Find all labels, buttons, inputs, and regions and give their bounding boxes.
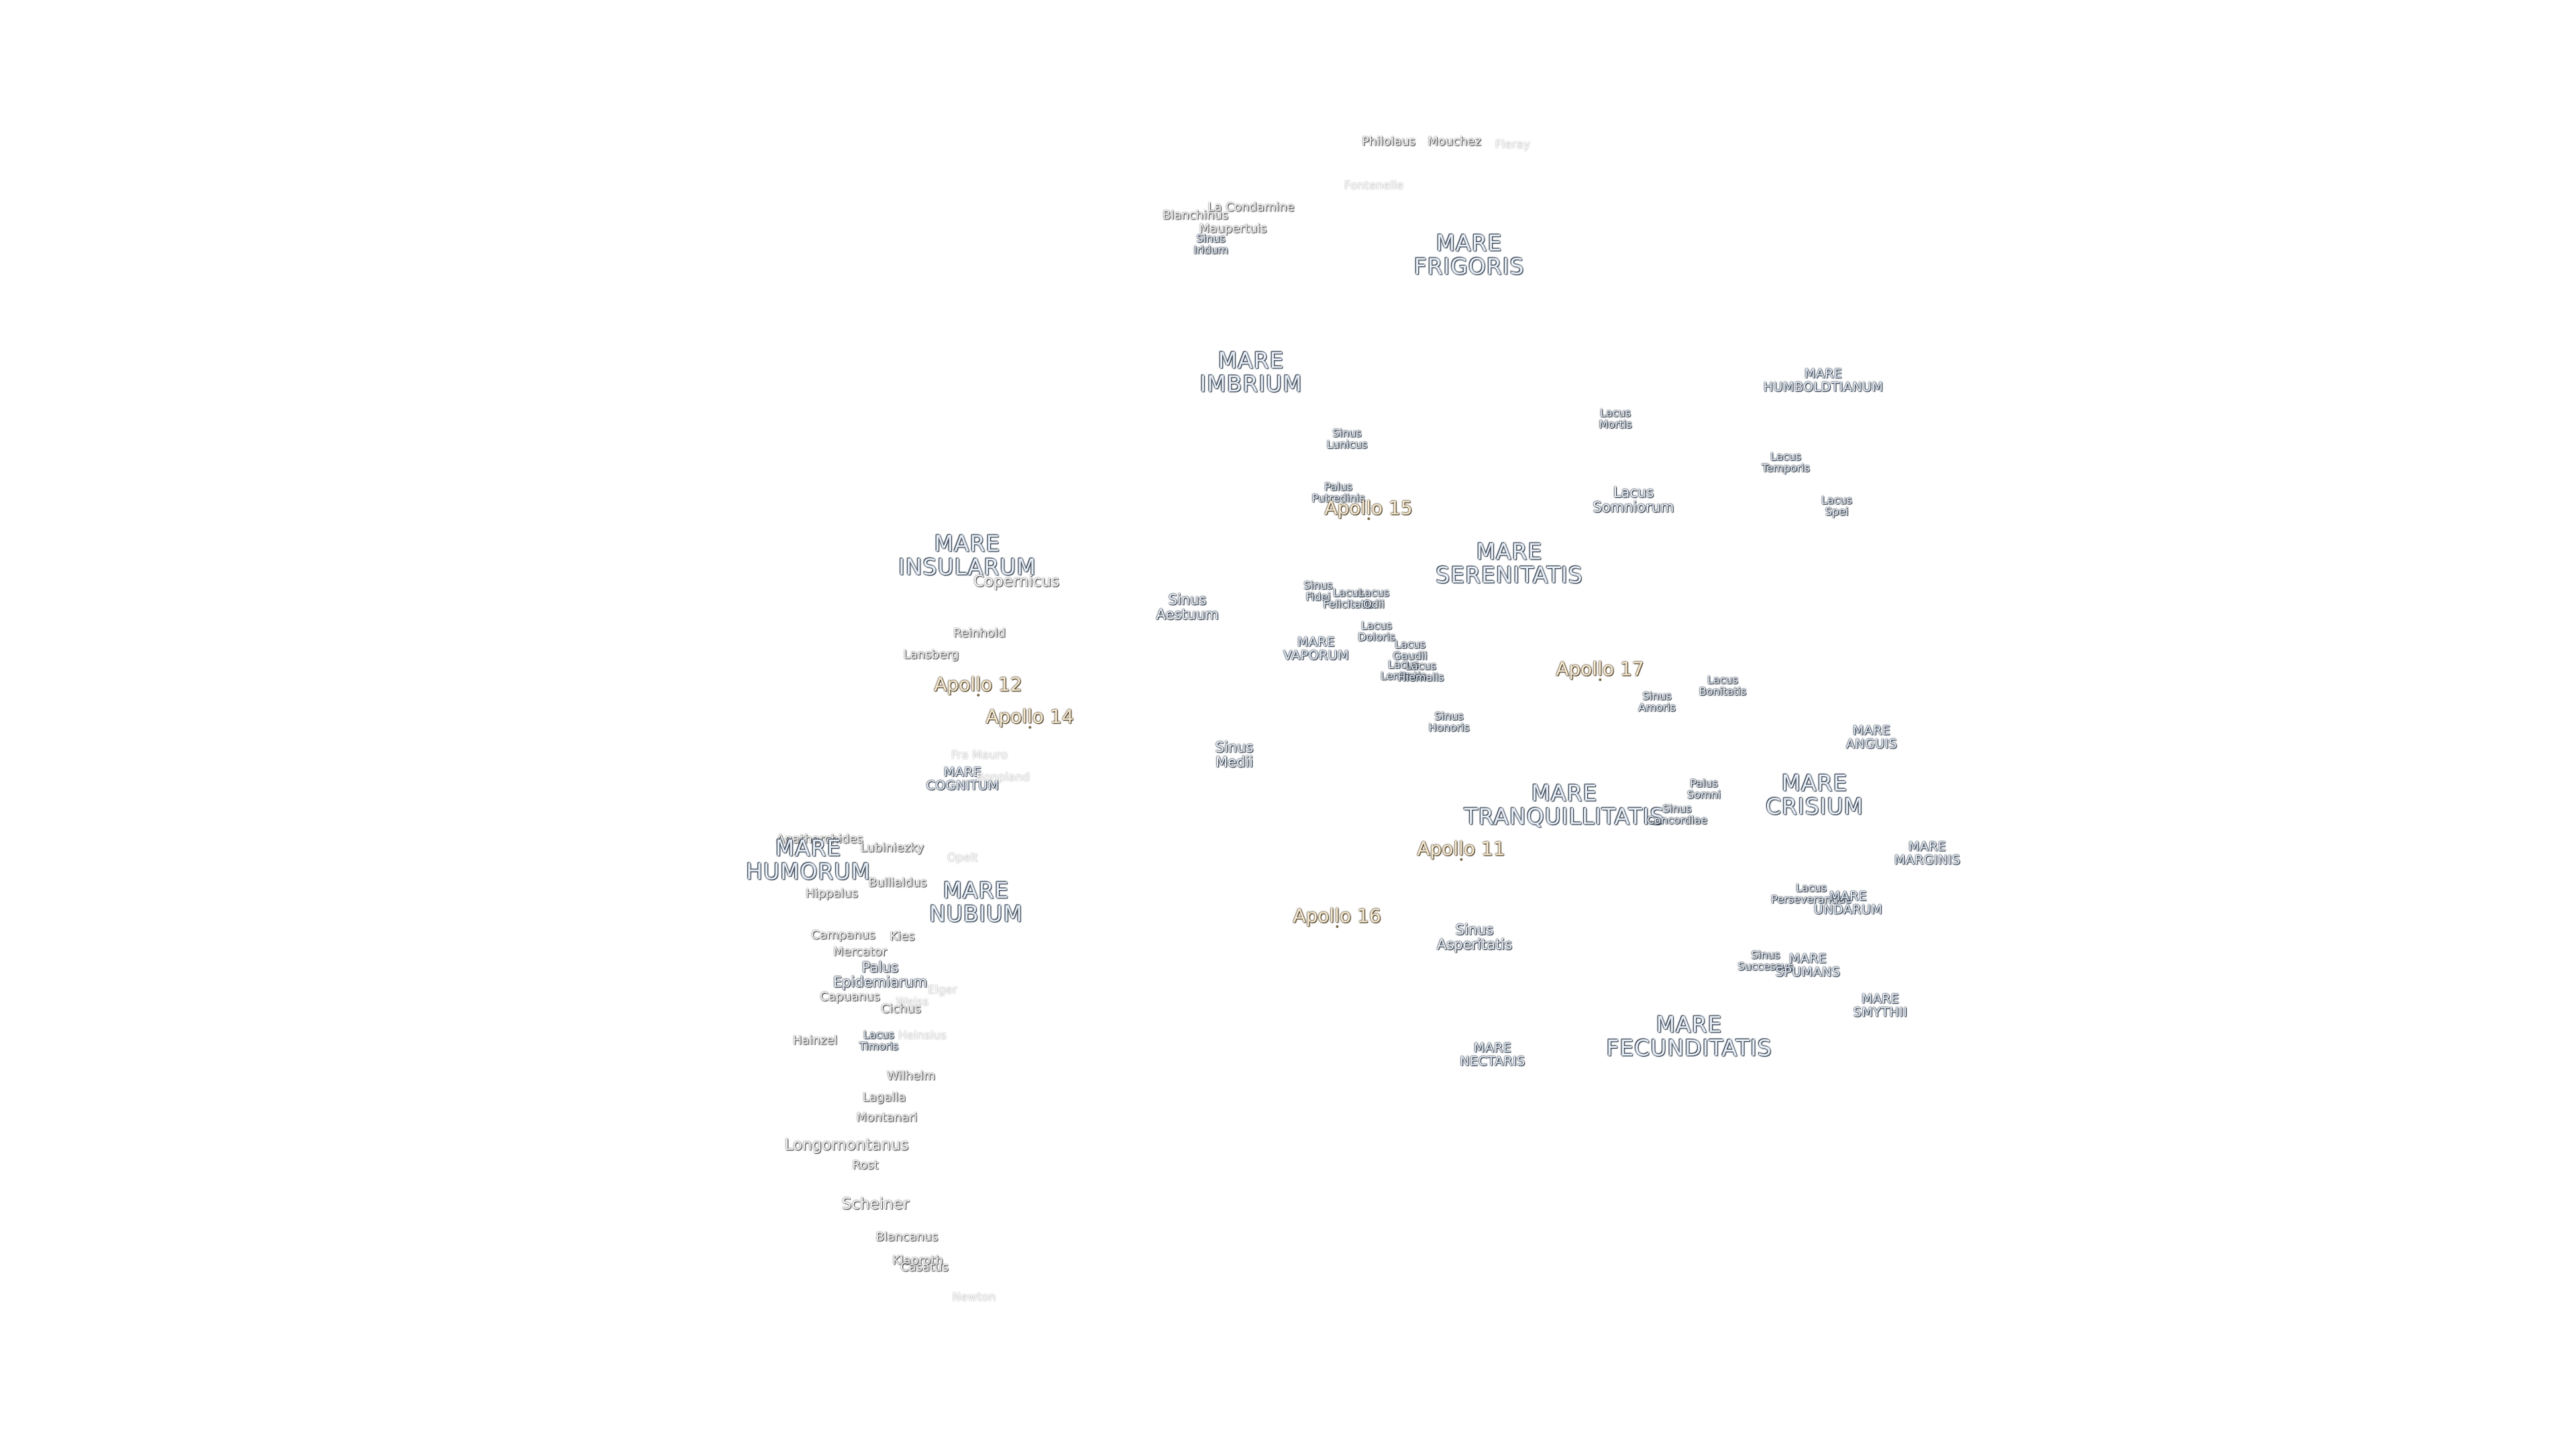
label-mare-nubium[interactable]: MARE NUBIUM: [929, 877, 1023, 926]
label-sinus-aestuum[interactable]: Sinus Aestuum: [1156, 591, 1219, 623]
label-capuanus[interactable]: Capuanus: [820, 989, 880, 1004]
label-mare-humboldtianum[interactable]: MARE HUMBOLDTIANUM: [1763, 366, 1884, 394]
label-sinus-concordiae[interactable]: Sinus Concordiae: [1646, 802, 1708, 826]
label-apollo-12[interactable]: Apollo 12: [934, 673, 1022, 698]
label-sinus-fidei[interactable]: Sinus Fidei: [1303, 579, 1333, 603]
label-casatus[interactable]: Casatus: [900, 1260, 949, 1275]
label-sinus-iridum[interactable]: Sinus Iridum: [1193, 232, 1228, 256]
label-mare-fecunditatis[interactable]: MARE FECUNDITATIS: [1606, 1011, 1772, 1061]
label-lubiniezky[interactable]: Lubiniezky: [860, 841, 924, 855]
label-opelt[interactable]: Opelt: [947, 851, 979, 865]
label-mare-marginis[interactable]: MARE MARGINIS: [1894, 839, 1961, 867]
label-mare-crisium[interactable]: MARE CRISIUM: [1765, 769, 1864, 819]
label-lacus-somniorum[interactable]: Lacus Somniorum: [1593, 484, 1674, 515]
label-mare-nectaris[interactable]: MARE NECTARIS: [1460, 1040, 1525, 1069]
label-sinus-honoris[interactable]: Sinus Honoris: [1428, 710, 1470, 734]
label-mare-serenitatis[interactable]: MARE SERENITATIS: [1436, 538, 1583, 588]
label-mare-frigoris[interactable]: MARE FRIGORIS: [1413, 229, 1525, 279]
label-lacus-perseverantiae[interactable]: Lacus Perseverantiae: [1771, 881, 1851, 906]
label-blanchinus[interactable]: Blanchinus: [1162, 208, 1229, 223]
label-apollo-16[interactable]: Apollo 16: [1293, 904, 1381, 929]
label-lacus-timoris[interactable]: Lacus Timoris: [859, 1028, 899, 1053]
label-palus-somni[interactable]: Palus Somni: [1686, 777, 1721, 801]
label-scheiner[interactable]: Scheiner: [841, 1195, 910, 1213]
label-weiss[interactable]: Weiss: [896, 996, 929, 1010]
label-fontenelle[interactable]: Fontenelle: [1344, 179, 1404, 193]
label-lacus-doloris[interactable]: Lacus Doloris: [1358, 619, 1395, 643]
label-mouchez[interactable]: Mouchez: [1428, 134, 1481, 149]
label-mare-undarum[interactable]: MARE UNDARUM: [1813, 889, 1883, 917]
label-kies[interactable]: Kies: [890, 929, 915, 944]
label-mare-cognitum[interactable]: MARE COGNITUM: [926, 765, 1000, 793]
label-mare-humorum[interactable]: MARE HUMORUM: [746, 835, 871, 884]
label-lagalla[interactable]: Lagalla: [862, 1090, 906, 1105]
label-apollo-17[interactable]: Apollo 17: [1556, 657, 1644, 682]
label-lacus-gaudii[interactable]: Lacus Gaudii: [1393, 638, 1428, 662]
label-lacus-hiemalis[interactable]: Lacus Hiemalis: [1397, 659, 1444, 684]
label-lansberg[interactable]: Lansberg: [903, 647, 959, 662]
label-philolaus[interactable]: Philolaus: [1361, 134, 1416, 149]
label-mercator[interactable]: Mercator: [833, 945, 888, 959]
label-campanus[interactable]: Campanus: [811, 928, 875, 943]
label-lacus-felicitatis[interactable]: Lacus Felicitatis: [1323, 586, 1374, 610]
label-hippalus[interactable]: Hippalus: [805, 886, 859, 901]
label-mare-vaporum[interactable]: MARE VAPORUM: [1283, 635, 1350, 663]
label-palus-epidemiarum[interactable]: Palus Epidemiarum: [833, 959, 928, 990]
label-apollo-11[interactable]: Apollo 11: [1417, 837, 1505, 862]
label-klaproth[interactable]: Klaproth: [892, 1253, 943, 1268]
label-sinus-successus[interactable]: Sinus Successus: [1737, 949, 1794, 973]
label-sinus-asperitatis[interactable]: Sinus Asperitatis: [1436, 921, 1513, 953]
label-rost[interactable]: Rost: [852, 1158, 879, 1173]
label-wilhelm[interactable]: Wilhelm: [886, 1069, 936, 1083]
label-sinus-lunicus[interactable]: Sinus Lunicus: [1326, 427, 1368, 451]
label-lacus-bonitatis[interactable]: Lacus Bonitatis: [1699, 674, 1747, 698]
label-mare-imbrium[interactable]: MARE IMBRIUM: [1199, 347, 1303, 396]
label-elger[interactable]: Elger: [928, 983, 957, 998]
label-la-condamine[interactable]: La Condamine: [1208, 200, 1295, 215]
label-mare-anguis[interactable]: MARE ANGUIS: [1845, 723, 1898, 751]
label-copernicus[interactable]: Copernicus: [973, 572, 1060, 590]
label-sinus-medii[interactable]: Sinus Medii: [1215, 739, 1254, 770]
label-mare-tranquillitatis[interactable]: MARE TRANQUILLITATIS: [1464, 780, 1665, 829]
label-blancanus[interactable]: Blancanus: [875, 1230, 938, 1244]
label-mare-spumans[interactable]: MARE SPUMANS: [1775, 951, 1841, 979]
label-longomontanus[interactable]: Longomontanus: [784, 1136, 909, 1154]
label-fleray[interactable]: Fleray: [1495, 138, 1531, 152]
label-palus-putredinis[interactable]: Palus Putredinis: [1311, 480, 1365, 504]
label-heinsius[interactable]: Heinsius: [898, 1029, 947, 1043]
label-apollo-15[interactable]: Apollo 15: [1324, 496, 1413, 521]
label-mare-smythii[interactable]: MARE SMYTHII: [1853, 991, 1908, 1020]
label-mare-insularum[interactable]: MARE INSULARUM: [898, 530, 1036, 580]
label-agatharchides[interactable]: Agatharchides: [776, 832, 863, 847]
label-lacus-odii[interactable]: Lacus Odii: [1358, 586, 1389, 610]
label-sinus-amoris[interactable]: Sinus Amoris: [1638, 690, 1676, 714]
label-lacus-spei[interactable]: Lacus Spei: [1821, 494, 1852, 518]
label-lacus-mortis[interactable]: Lacus Mortis: [1599, 407, 1632, 431]
label-maupertuis[interactable]: Maupertuis: [1199, 221, 1267, 236]
label-fra-mauro[interactable]: Fra Mauro: [951, 749, 1008, 763]
label-lacus-temporis[interactable]: Lacus Temporis: [1762, 450, 1810, 474]
label-cichus[interactable]: Cichus: [881, 1002, 921, 1016]
label-hainzel[interactable]: Hainzel: [792, 1033, 838, 1048]
label-montanari[interactable]: Montanari: [856, 1110, 918, 1125]
label-reinhold[interactable]: Reinhold: [953, 626, 1006, 641]
label-apollo-14[interactable]: Apollo 14: [985, 705, 1074, 730]
label-bullialdus[interactable]: Bullialdus: [868, 875, 927, 890]
label-lacus-lenitatis[interactable]: Lacus Lenitatis: [1380, 658, 1427, 682]
label-bonpland[interactable]: Bonpland: [975, 771, 1030, 785]
label-newton[interactable]: Newton: [952, 1291, 996, 1305]
